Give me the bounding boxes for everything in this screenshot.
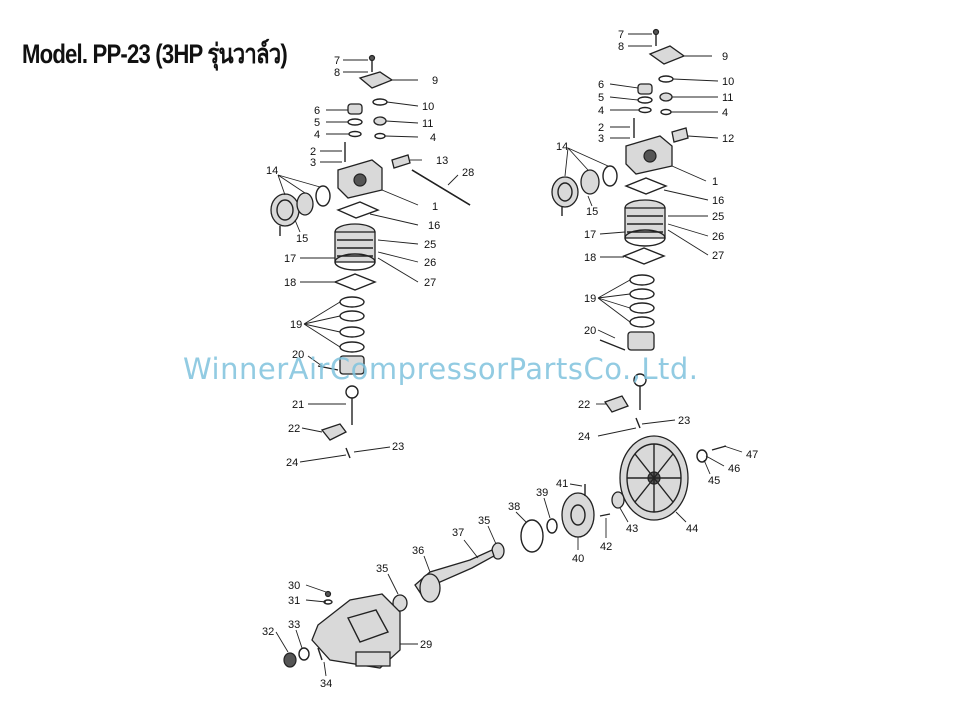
callout-label: 16 [712, 195, 724, 207]
callout-label: 11 [422, 118, 433, 130]
callout-label: 15 [586, 206, 598, 218]
callout-label: 15 [296, 233, 308, 245]
left-labels: 7 8 9 6 10 5 11 4 4 2 3 13 28 14 1 16 15… [266, 55, 474, 469]
callout-label: 26 [424, 257, 436, 269]
callout-label: 31 [288, 595, 300, 607]
callout-label: 38 [508, 501, 520, 513]
callout-label: 47 [746, 449, 758, 461]
callout-label: 2 [598, 122, 604, 134]
callout-label: 14 [556, 141, 568, 153]
callout-label: 33 [288, 619, 300, 631]
callout-label: 17 [584, 229, 596, 241]
callout-label: 3 [310, 157, 316, 169]
callout-label: 8 [334, 67, 340, 79]
callout-label: 7 [618, 29, 624, 41]
callout-label: 19 [584, 293, 596, 305]
callout-label: 21 [292, 399, 304, 411]
callout-label: 34 [320, 678, 332, 690]
right-assembly [551, 28, 689, 429]
base-assembly [283, 435, 727, 669]
callout-label: 4 [430, 132, 436, 144]
callout-label: 45 [708, 475, 720, 487]
callout-label: 18 [584, 252, 596, 264]
callout-label: 4 [314, 129, 320, 141]
callout-label: 23 [678, 415, 690, 427]
callout-label: 37 [452, 527, 464, 539]
callout-label: 6 [598, 79, 604, 91]
callout-label: 5 [598, 92, 604, 104]
callout-label: 6 [314, 105, 320, 117]
callout-label: 9 [722, 51, 728, 63]
callout-label: 46 [728, 463, 740, 475]
callout-label: 4 [722, 107, 728, 119]
callout-label: 8 [618, 41, 624, 53]
callout-label: 25 [424, 239, 436, 251]
callout-label: 23 [392, 441, 404, 453]
callout-label: 10 [422, 101, 434, 113]
callout-label: 22 [578, 399, 590, 411]
callout-label: 11 [722, 92, 733, 104]
callout-label: 22 [288, 423, 300, 435]
callout-label: 13 [436, 155, 448, 167]
callout-label: 1 [432, 201, 438, 213]
callout-label: 5 [314, 117, 320, 129]
callout-label: 7 [334, 55, 340, 67]
callout-label: 17 [284, 253, 296, 265]
left-assembly [270, 54, 471, 459]
callout-label: 1 [712, 176, 718, 188]
callout-label: 20 [584, 325, 596, 337]
callout-label: 36 [412, 545, 424, 557]
leader-lines [275, 33, 743, 677]
callout-label: 41 [556, 478, 568, 490]
callout-label: 28 [462, 167, 474, 179]
callout-label: 44 [686, 523, 698, 535]
callout-label: 2 [310, 146, 316, 158]
callout-label: 35 [376, 563, 388, 575]
callout-label: 18 [284, 277, 296, 289]
callout-label: 24 [286, 457, 298, 469]
callout-label: 24 [578, 431, 590, 443]
callout-label: 12 [722, 133, 734, 145]
callout-label: 27 [712, 250, 724, 262]
right-labels: 7 8 9 6 10 5 11 4 4 2 3 12 14 1 16 15 25… [556, 29, 734, 443]
callout-label: 27 [424, 277, 436, 289]
callout-label: 30 [288, 580, 300, 592]
callout-label: 40 [572, 553, 584, 565]
callout-label: 9 [432, 75, 438, 87]
callout-label: 35 [478, 515, 490, 527]
callout-label: 16 [428, 220, 440, 232]
callout-label: 42 [600, 541, 612, 553]
callout-label: 25 [712, 211, 724, 223]
base-labels: 47 46 45 44 41 43 42 40 39 38 37 35 36 3… [262, 449, 758, 690]
callout-label: 20 [292, 349, 304, 361]
watermark-text: WinnerAirCompressorPartsCo.,Ltd. [183, 352, 699, 386]
callout-label: 32 [262, 626, 274, 638]
callout-label: 43 [626, 523, 638, 535]
callout-label: 26 [712, 231, 724, 243]
model-title: Model. PP-23 (3HP รุ่นวาล์ว) [22, 39, 288, 69]
callout-label: 29 [420, 639, 432, 651]
callout-label: 19 [290, 319, 302, 331]
callout-label: 39 [536, 487, 548, 499]
callout-label: 14 [266, 165, 278, 177]
callout-label: 4 [598, 105, 604, 117]
callout-label: 3 [598, 133, 604, 145]
callout-label: 10 [722, 76, 734, 88]
